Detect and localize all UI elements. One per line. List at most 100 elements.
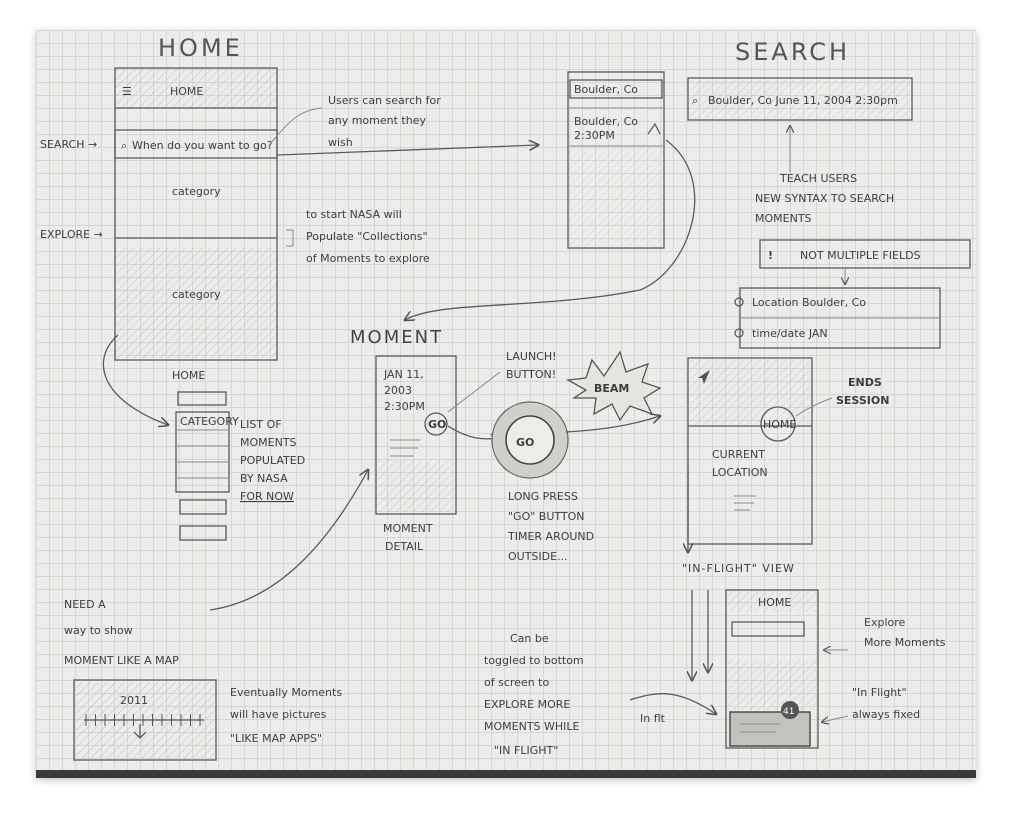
svg-text:More Moments: More Moments [864, 636, 946, 649]
side-label-search: SEARCH → [40, 138, 97, 151]
svg-text:MOMENTS WHILE: MOMENTS WHILE [484, 720, 580, 733]
search-big-input-box [687, 77, 913, 121]
moment-date-line2: 2003 [384, 384, 412, 397]
moment-date-line3: 2:30PM [384, 400, 425, 413]
map-wireframe [73, 679, 217, 761]
moment-detail-label2: DETAIL [385, 540, 424, 553]
launch-note: LAUNCH! BUTTON! [506, 350, 557, 381]
arrow-home-to-list [102, 334, 168, 425]
warning-text: NOT MULTIPLE FIELDS [800, 249, 921, 262]
inflight-title: "IN-FLIGHT" VIEW [682, 562, 795, 575]
list-wireframe [175, 391, 230, 541]
inflight-badge[interactable]: 41 [783, 707, 794, 717]
explore-note: Explore More Moments [864, 616, 946, 649]
search-syntax-note: TEACH USERS NEW SYNTAX TO SEARCH MOMENTS [755, 172, 894, 225]
search-icon: ⌕ [121, 139, 127, 152]
note-collections-bracket [286, 229, 294, 247]
svg-text:to start NASA will: to start NASA will [306, 208, 402, 221]
mini-search-query[interactable]: Boulder, Co [574, 83, 638, 96]
svg-text:FOR NOW: FOR NOW [240, 490, 294, 503]
svg-text:always fixed: always fixed [852, 708, 920, 721]
home-search-input[interactable]: When do you want to go? [132, 139, 273, 152]
svg-text:Explore: Explore [864, 616, 906, 629]
navigation-arrow-icon [698, 370, 710, 384]
svg-text:Populate "Collections": Populate "Collections" [306, 230, 428, 243]
svg-text:BY NASA: BY NASA [240, 472, 288, 485]
pencil-scribble: In flt [640, 712, 666, 725]
svg-text:LAUNCH!: LAUNCH! [506, 350, 557, 363]
svg-text:MOMENT LIKE A MAP: MOMENT LIKE A MAP [64, 654, 179, 667]
go-small-button-shape [424, 412, 448, 436]
warning-box [759, 239, 971, 269]
search-mini-wireframe [567, 71, 665, 249]
svg-text:TIMER AROUND: TIMER AROUND [507, 530, 594, 543]
home-session-button-shape [760, 406, 796, 442]
svg-text:any moment they: any moment they [328, 114, 426, 127]
list-title: HOME [172, 369, 205, 382]
svg-text:BUTTON!: BUTTON! [506, 368, 556, 381]
fixed-arrow [822, 715, 849, 722]
svg-text:of screen to: of screen to [484, 676, 549, 689]
moment-detail-label1: MOMENT [383, 522, 433, 535]
svg-text:Users can search for: Users can search for [328, 94, 441, 107]
arrow-map-to-moment [209, 470, 368, 611]
long-press-note: LONG PRESS "GO" BUTTON TIMER AROUND OUTS… [507, 490, 594, 563]
svg-text:"In Flight": "In Flight" [852, 686, 907, 699]
go-big-button-shape [505, 415, 555, 465]
search-big-query[interactable]: Boulder, Co June 11, 2004 2:30pm [708, 94, 898, 107]
location-pin-icon [734, 297, 744, 307]
moment-title: MOMENT [350, 327, 443, 348]
category-label-2: category [172, 288, 221, 301]
map-pictures-note: Eventually Moments will have pictures "L… [230, 686, 342, 745]
note-search: Users can search for any moment they wis… [328, 94, 441, 149]
svg-text:TEACH USERS: TEACH USERS [779, 172, 857, 185]
session-wireframe [687, 357, 813, 545]
field-time[interactable]: time/date JAN [752, 327, 828, 340]
ends-session-arrow [795, 397, 833, 417]
fixed-note: "In Flight" always fixed [852, 686, 920, 721]
svg-text:"GO" BUTTON: "GO" BUTTON [508, 510, 585, 523]
go-big-button[interactable]: GO [516, 436, 534, 449]
svg-text:"LIKE MAP APPS": "LIKE MAP APPS" [230, 732, 322, 745]
svg-text:of Moments to explore: of Moments to explore [306, 252, 430, 265]
beam-burst-icon [565, 350, 662, 422]
svg-text:NEED A: NEED A [64, 598, 106, 611]
side-label-explore: EXPLORE → [40, 228, 103, 241]
search-title: SEARCH [735, 38, 850, 66]
ends-session-note: ENDS SESSION [836, 376, 889, 407]
category-label-1: category [172, 185, 221, 198]
arrow-go-to-session [565, 416, 660, 433]
list-note: LIST OF MOMENTS POPULATED BY NASA FOR NO… [240, 418, 305, 503]
home-wireframe [114, 67, 278, 361]
current-location-line1: CURRENT [712, 448, 765, 461]
home-session-button[interactable]: HOME [763, 418, 796, 431]
svg-text:wish: wish [328, 136, 353, 149]
sketch-paper [36, 30, 976, 778]
svg-text:LONG PRESS: LONG PRESS [508, 490, 578, 503]
beam-label: BEAM [594, 382, 629, 395]
svg-text:MOMENTS: MOMENTS [755, 212, 812, 225]
search-big-icon: ⌕ [692, 94, 698, 107]
svg-text:Eventually Moments: Eventually Moments [230, 686, 342, 699]
svg-text:EXPLORE MORE: EXPLORE MORE [484, 698, 570, 711]
field-location[interactable]: Location Boulder, Co [752, 296, 866, 309]
moment-wireframe [375, 355, 457, 515]
current-location-line2: LOCATION [712, 466, 768, 479]
inflight-home-label: HOME [758, 596, 791, 609]
home-header-label: HOME [170, 85, 203, 98]
svg-text:way to show: way to show [64, 624, 133, 637]
warning-icon: ! [768, 249, 773, 262]
svg-text:MOMENTS: MOMENTS [240, 436, 297, 449]
svg-text:POPULATED: POPULATED [240, 454, 305, 467]
home-title: HOME [158, 34, 243, 62]
map-year: 2011 [120, 694, 148, 707]
svg-text:SESSION: SESSION [836, 394, 889, 407]
arrow-home-to-search [277, 145, 538, 156]
arrow-toggle-to-bottom [629, 693, 716, 714]
go-small-button[interactable]: GO [428, 418, 446, 431]
inflight-wireframe [725, 589, 819, 749]
mini-result-line2: 2:30PM [574, 129, 615, 142]
result-chevron-icon[interactable] [647, 122, 661, 135]
mini-result-line1: Boulder, Co [574, 115, 638, 128]
svg-text:"IN FLIGHT": "IN FLIGHT" [494, 744, 558, 757]
